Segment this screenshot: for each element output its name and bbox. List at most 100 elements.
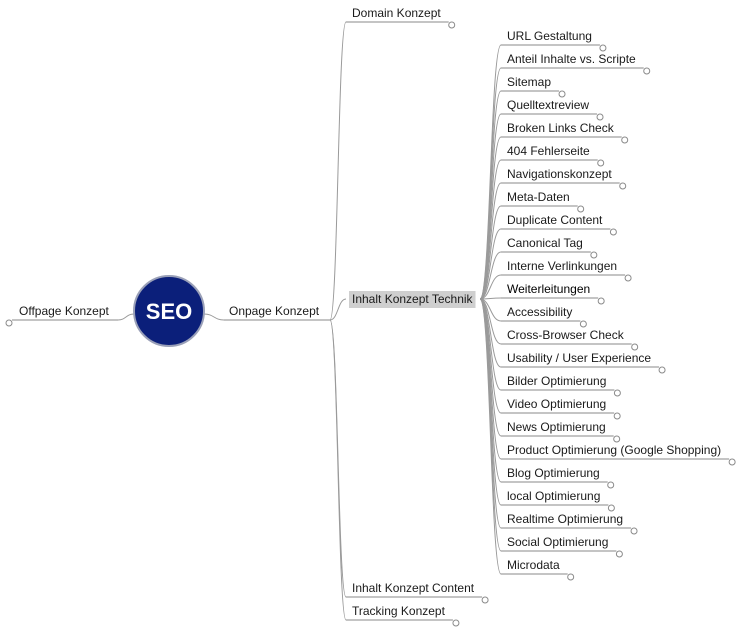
collapse-knob-icon[interactable] <box>630 527 638 535</box>
node-onpage-konzept[interactable]: Onpage Konzept <box>224 304 330 321</box>
collapse-knob-icon[interactable] <box>658 366 666 374</box>
node-404-fehlerseite[interactable]: 404 Fehlerseite <box>501 144 605 167</box>
collapse-knob-icon[interactable] <box>558 90 566 98</box>
node-anteil-inhalte-vs-scripte[interactable]: Anteil Inhalte vs. Scripte <box>501 52 651 75</box>
connector <box>479 251 502 300</box>
node-label: Blog Optimierung <box>507 466 600 480</box>
node-meta-daten[interactable]: Meta-Daten <box>501 190 585 213</box>
node-label: Product Optimierung (Google Shopping) <box>507 443 721 457</box>
collapse-knob-icon[interactable] <box>481 596 489 604</box>
collapse-knob-icon[interactable] <box>590 251 598 259</box>
node-news-optimierung[interactable]: News Optimierung <box>501 420 621 443</box>
collapse-knob-icon[interactable] <box>619 182 627 190</box>
node-label: Inhalt Konzept Content <box>352 581 475 595</box>
node-interne-verlinkungen[interactable]: Interne Verlinkungen <box>501 259 632 282</box>
node-social-optimierung[interactable]: Social Optimierung <box>501 535 623 558</box>
node-label: Video Optimierung <box>507 397 606 411</box>
selection-highlight <box>349 291 476 308</box>
connector <box>329 21 347 321</box>
node-label: Tracking Konzept <box>352 604 446 618</box>
central-topic[interactable]: SEO <box>133 275 205 347</box>
node-label: Anteil Inhalte vs. Scripte <box>507 52 636 66</box>
node-duplicate-content[interactable]: Duplicate Content <box>501 213 617 236</box>
node-weiterleitungen[interactable]: Weiterleitungen <box>501 282 605 305</box>
node-inhalt-konzept-content[interactable]: Inhalt Konzept Content <box>346 581 489 604</box>
node-label: Inhalt Konzept Technik <box>352 292 474 306</box>
connector <box>479 274 502 300</box>
node-bilder-optimierung[interactable]: Bilder Optimierung <box>501 374 621 397</box>
collapse-knob-icon[interactable] <box>609 228 617 236</box>
node-label: Weiterleitungen <box>507 282 590 296</box>
node-label: Accessibility <box>507 305 572 319</box>
collapse-knob-icon[interactable] <box>613 412 621 420</box>
node-broken-links-check[interactable]: Broken Links Check <box>501 121 629 144</box>
connector <box>203 313 225 321</box>
collapse-knob-icon[interactable] <box>607 504 615 512</box>
collapse-knob-icon[interactable] <box>567 573 575 581</box>
node-blog-optimierung[interactable]: Blog Optimierung <box>501 466 615 489</box>
node-label: Broken Links Check <box>507 121 615 135</box>
node-label: Onpage Konzept <box>229 304 320 318</box>
central-topic-label: SEO <box>146 299 192 324</box>
connector <box>329 319 347 621</box>
node-label: Interne Verlinkungen <box>507 259 617 273</box>
collapse-knob-icon[interactable] <box>631 343 639 351</box>
node-label: Usability / User Experience <box>507 351 651 365</box>
collapse-knob-icon[interactable] <box>597 159 605 167</box>
node-label: Quelltextreview <box>507 98 589 112</box>
node-domain-konzept[interactable]: Domain Konzept <box>346 6 456 29</box>
node-label: Bilder Optimierung <box>507 374 606 388</box>
connector <box>117 313 135 321</box>
node-label: Offpage Konzept <box>19 304 110 318</box>
node-label: Sitemap <box>507 75 551 89</box>
node-video-optimierung[interactable]: Video Optimierung <box>501 397 621 420</box>
collapse-knob-icon[interactable] <box>624 274 632 282</box>
collapse-knob-icon[interactable] <box>448 21 456 29</box>
collapse-knob-icon[interactable] <box>607 481 615 489</box>
collapse-knob-icon[interactable] <box>577 205 585 213</box>
nodes: SEO Offpage Konzept Onpage Konzept Domain K… <box>5 6 736 627</box>
node-accessibility[interactable]: Accessibility <box>501 305 587 328</box>
collapse-knob-icon[interactable] <box>615 550 623 558</box>
node-inhalt-konzept-technik[interactable]: Inhalt Konzept Technik <box>349 291 476 308</box>
node-quelltextreview[interactable]: Quelltextreview <box>501 98 604 121</box>
node-navigationskonzept[interactable]: Navigationskonzept <box>501 167 627 190</box>
collapse-knob-icon[interactable] <box>599 44 607 52</box>
connector <box>479 182 502 300</box>
node-tracking-konzept[interactable]: Tracking Konzept <box>346 604 460 627</box>
collapse-knob-icon[interactable] <box>613 389 621 397</box>
node-label: 404 Fehlerseite <box>507 144 590 158</box>
node-microdata[interactable]: Microdata <box>501 558 575 581</box>
node-realtime-optimierung[interactable]: Realtime Optimierung <box>501 512 638 535</box>
node-url-gestaltung[interactable]: URL Gestaltung <box>501 29 607 52</box>
collapse-knob-icon[interactable] <box>452 619 460 627</box>
collapse-knob-icon[interactable] <box>5 319 13 327</box>
node-label: Social Optimierung <box>507 535 608 549</box>
collapse-knob-icon[interactable] <box>613 435 621 443</box>
node-cross-browser-check[interactable]: Cross-Browser Check <box>501 328 639 351</box>
node-sitemap[interactable]: Sitemap <box>501 75 566 98</box>
connector <box>329 298 347 321</box>
node-label: Domain Konzept <box>352 6 441 20</box>
node-usability-user-experience[interactable]: Usability / User Experience <box>501 351 666 374</box>
node-label: local Optimierung <box>507 489 600 503</box>
connectors <box>117 21 502 621</box>
collapse-knob-icon[interactable] <box>596 113 604 121</box>
node-canonical-tag[interactable]: Canonical Tag <box>501 236 598 259</box>
collapse-knob-icon[interactable] <box>597 297 605 305</box>
node-product-optimierung-google-shopping[interactable]: Product Optimierung (Google Shopping) <box>501 443 736 466</box>
node-label: Microdata <box>507 558 560 572</box>
node-label: Realtime Optimierung <box>507 512 623 526</box>
node-label: News Optimierung <box>507 420 606 434</box>
node-label: Cross-Browser Check <box>507 328 625 342</box>
collapse-knob-icon[interactable] <box>643 67 651 75</box>
node-label: Meta-Daten <box>507 190 570 204</box>
node-label: Duplicate Content <box>507 213 603 227</box>
collapse-knob-icon[interactable] <box>621 136 629 144</box>
node-local-optimierung[interactable]: local Optimierung <box>501 489 615 512</box>
collapse-knob-icon[interactable] <box>728 458 736 466</box>
node-offpage-konzept[interactable]: Offpage Konzept <box>5 304 118 327</box>
collapse-knob-icon[interactable] <box>579 320 587 328</box>
connector <box>479 298 502 575</box>
